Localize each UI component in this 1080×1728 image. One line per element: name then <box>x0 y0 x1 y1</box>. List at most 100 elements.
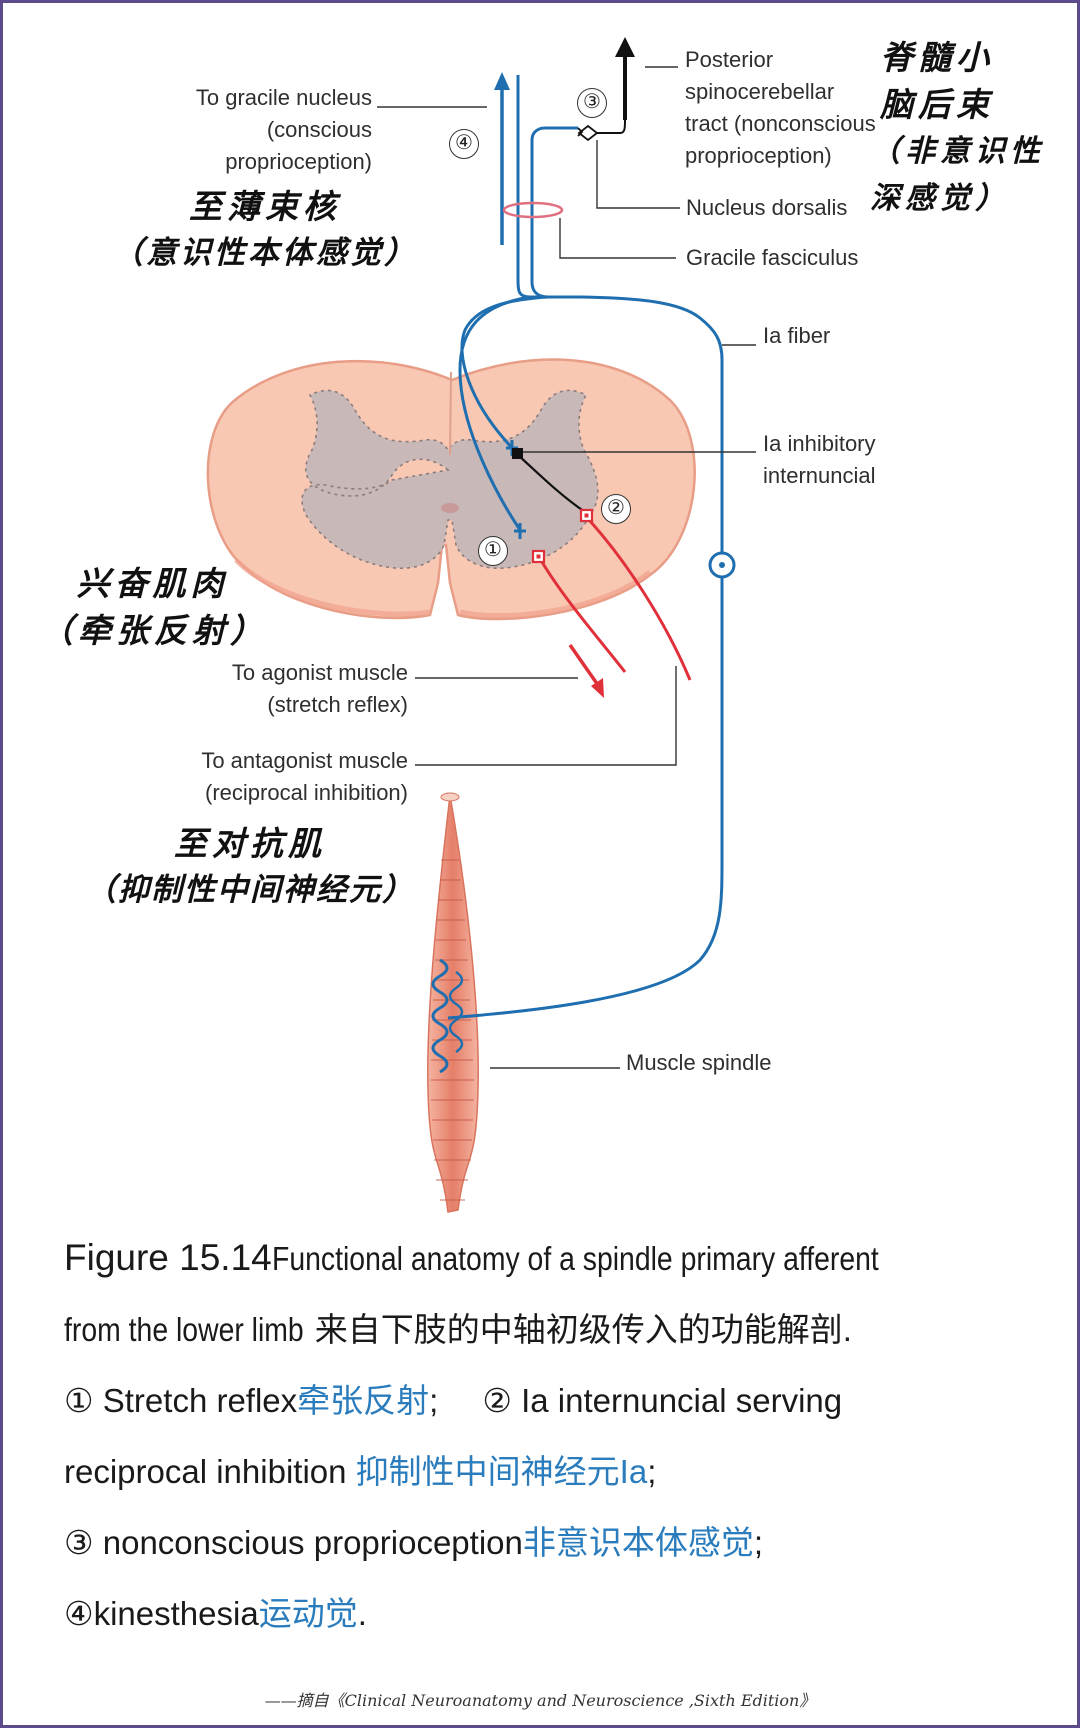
caption-item1-end: ; <box>429 1382 439 1419</box>
annulospiral-ending-2 <box>448 970 464 1054</box>
marker-3: ③ <box>577 88 607 118</box>
note-agonist: 兴奋肌肉 （牵张反射） <box>40 560 265 654</box>
figure-caption: Figure 15.14 Functional anatomy of a spi… <box>64 1222 1024 1649</box>
leader-gracile-fasciculus <box>559 218 676 259</box>
caption-item2-cont: reciprocal inhibition <box>64 1453 356 1490</box>
label-agonist-line1: To agonist muscle <box>231 660 408 685</box>
caption-line-3: ① Stretch reflex牵张反射; ② Ia internuncial s… <box>64 1365 1024 1436</box>
label-ia-inhibitory-line1: Ia inhibitory <box>763 431 876 456</box>
label-gracile-nucleus-line2: (conscious <box>266 117 372 142</box>
leader-lines <box>377 66 756 1069</box>
antagonist-motor-neuron-dot <box>584 513 589 518</box>
muscle-spindle-top <box>440 792 460 802</box>
note-gracile-line1: 至薄束核 <box>189 187 341 226</box>
label-posterior-tract-line4: proprioception) <box>685 143 832 168</box>
note-antagonist: 至对抗肌 （抑制性中间神经元） <box>60 820 440 914</box>
label-posterior-tract-line2: spinocerebellar <box>685 79 835 104</box>
conscious-pathway-arrowhead <box>494 72 510 90</box>
label-posterior-tract-line1: Posterior <box>685 47 774 72</box>
leader-antagonist <box>415 666 677 766</box>
note-gracile-line2: （意识性本体感觉） <box>112 235 418 271</box>
caption-line-1: Figure 15.14 Functional anatomy of a spi… <box>64 1222 1024 1294</box>
note-spinocerebellar-line2: 脑后束 <box>880 85 994 124</box>
note-antagonist-line1: 至对抗肌 <box>174 824 326 863</box>
caption-item1-zh: 牵张反射 <box>297 1382 430 1419</box>
gracile-fasciculus-ring <box>502 201 564 219</box>
note-spinocerebellar-sub: （非意识性 深感觉） <box>870 128 1045 222</box>
label-gracile-nucleus-line3: proprioception) <box>225 149 372 174</box>
spinocerebellar-arrowhead <box>615 37 635 57</box>
ia-inhibitory-interneuron <box>512 448 523 459</box>
caption-item4-en: ④kinesthesia <box>64 1595 259 1632</box>
annulospiral-ending <box>431 958 449 1074</box>
spinocerebellar-connector <box>597 119 626 134</box>
label-posterior-tract: Posterior spinocerebellar tract (noncons… <box>685 44 876 172</box>
spinal-cord-edge-shadow <box>234 558 652 619</box>
note-antagonist-line2: （抑制性中间神经元） <box>85 872 415 908</box>
leader-nucleus-dorsalis <box>596 140 680 209</box>
caption-item3-end: ; <box>753 1524 764 1561</box>
central-canal <box>441 503 459 513</box>
note-spinocerebellar-line4: 深感觉） <box>870 181 1010 216</box>
collateral-right <box>458 295 531 531</box>
label-muscle-spindle: Muscle spindle <box>626 1050 772 1075</box>
caption-line2-end: . <box>842 1311 852 1348</box>
source-citation: ——摘自《Clinical Neuroanatomy and Neuroscie… <box>264 1691 816 1710</box>
label-ia-inhibitory: Ia inhibitory internuncial <box>763 428 876 492</box>
grey-matter <box>301 389 599 570</box>
caption-line2-zh: 来自下肢的中轴初级传入的功能解剖 <box>314 1311 843 1348</box>
caption-item4-zh: 运动觉 <box>258 1595 358 1632</box>
label-gracile-nucleus-line1: To gracile nucleus <box>195 85 372 110</box>
label-agonist-line2: (stretch reflex) <box>267 692 408 717</box>
label-agonist: To agonist muscle (stretch reflex) <box>150 657 408 721</box>
label-posterior-tract-line3: tract (nonconscious <box>685 111 876 136</box>
caption-line2-en: from the lower limb <box>64 1311 304 1348</box>
interneuron-axon <box>517 454 586 513</box>
note-spinocerebellar: 脊髓小 脑后束 <box>880 34 994 128</box>
caption-item4-end: . <box>357 1595 367 1632</box>
caption-title: Functional anatomy of a spindle primary … <box>271 1240 879 1277</box>
agonist-red-arrow <box>568 643 602 690</box>
caption-item2-zh: 抑制性中间神经元Ia <box>355 1453 648 1490</box>
caption-item1-en: ① Stretch reflex <box>64 1382 298 1419</box>
muscle-spindle <box>427 792 479 1213</box>
caption-line-5: ③ nonconscious proprioception非意识本体感觉; <box>64 1507 1024 1578</box>
caption-line-2: from the lower limb 来自下肢的中轴初级传入的功能解剖. <box>64 1294 1024 1365</box>
ascending-branch-right <box>530 126 578 299</box>
label-ia-inhibitory-line2: internuncial <box>763 463 876 488</box>
caption-item3-zh: 非意识本体感觉 <box>522 1524 754 1561</box>
note-agonist-line2: （牵张反射） <box>40 611 268 650</box>
note-spinocerebellar-line3: （非意识性 <box>870 134 1045 169</box>
label-ia-fiber: Ia fiber <box>763 323 831 348</box>
note-spinocerebellar-line1: 脊髓小 <box>880 38 994 77</box>
caption-item2-en: ② Ia internuncial serving <box>482 1382 843 1419</box>
agonist-motor-neuron-dot <box>536 554 541 559</box>
marker-2: ② <box>601 494 631 524</box>
ia-fiber <box>447 75 724 1020</box>
agonist-motor-axon <box>540 561 627 673</box>
muscle-spindle-body <box>427 794 479 1213</box>
caption-figure-label: Figure 15.14 <box>64 1237 272 1278</box>
note-gracile: 至薄束核 （意识性本体感觉） <box>95 183 435 277</box>
marker-1: ① <box>478 536 508 566</box>
label-antagonist-line2: (reciprocal inhibition) <box>205 780 408 805</box>
caption-line-6: ④kinesthesia运动觉. <box>64 1578 1024 1649</box>
caption-item3-en: ③ nonconscious proprioception <box>64 1524 523 1561</box>
label-gracile-nucleus: To gracile nucleus (conscious propriocep… <box>110 82 372 178</box>
note-agonist-line1: 兴奋肌肉 <box>76 564 229 603</box>
ia-fiber-node-dot <box>719 562 725 568</box>
marker-4: ④ <box>449 129 479 159</box>
nucleus-dorsalis-synapse <box>577 124 599 142</box>
caption-item2-end: ; <box>647 1453 657 1490</box>
label-antagonist: To antagonist muscle (reciprocal inhibit… <box>120 745 408 809</box>
ia-fiber-trunk <box>447 295 724 1020</box>
label-nucleus-dorsalis: Nucleus dorsalis <box>686 195 848 220</box>
posterior-median-septum <box>449 371 452 456</box>
label-gracile-fasciculus: Gracile fasciculus <box>686 245 859 270</box>
label-antagonist-line1: To antagonist muscle <box>201 748 408 773</box>
synapse-ending-motor <box>514 523 526 539</box>
muscle-spindle-striations <box>431 859 474 1201</box>
agonist-red-arrowhead <box>591 678 604 698</box>
